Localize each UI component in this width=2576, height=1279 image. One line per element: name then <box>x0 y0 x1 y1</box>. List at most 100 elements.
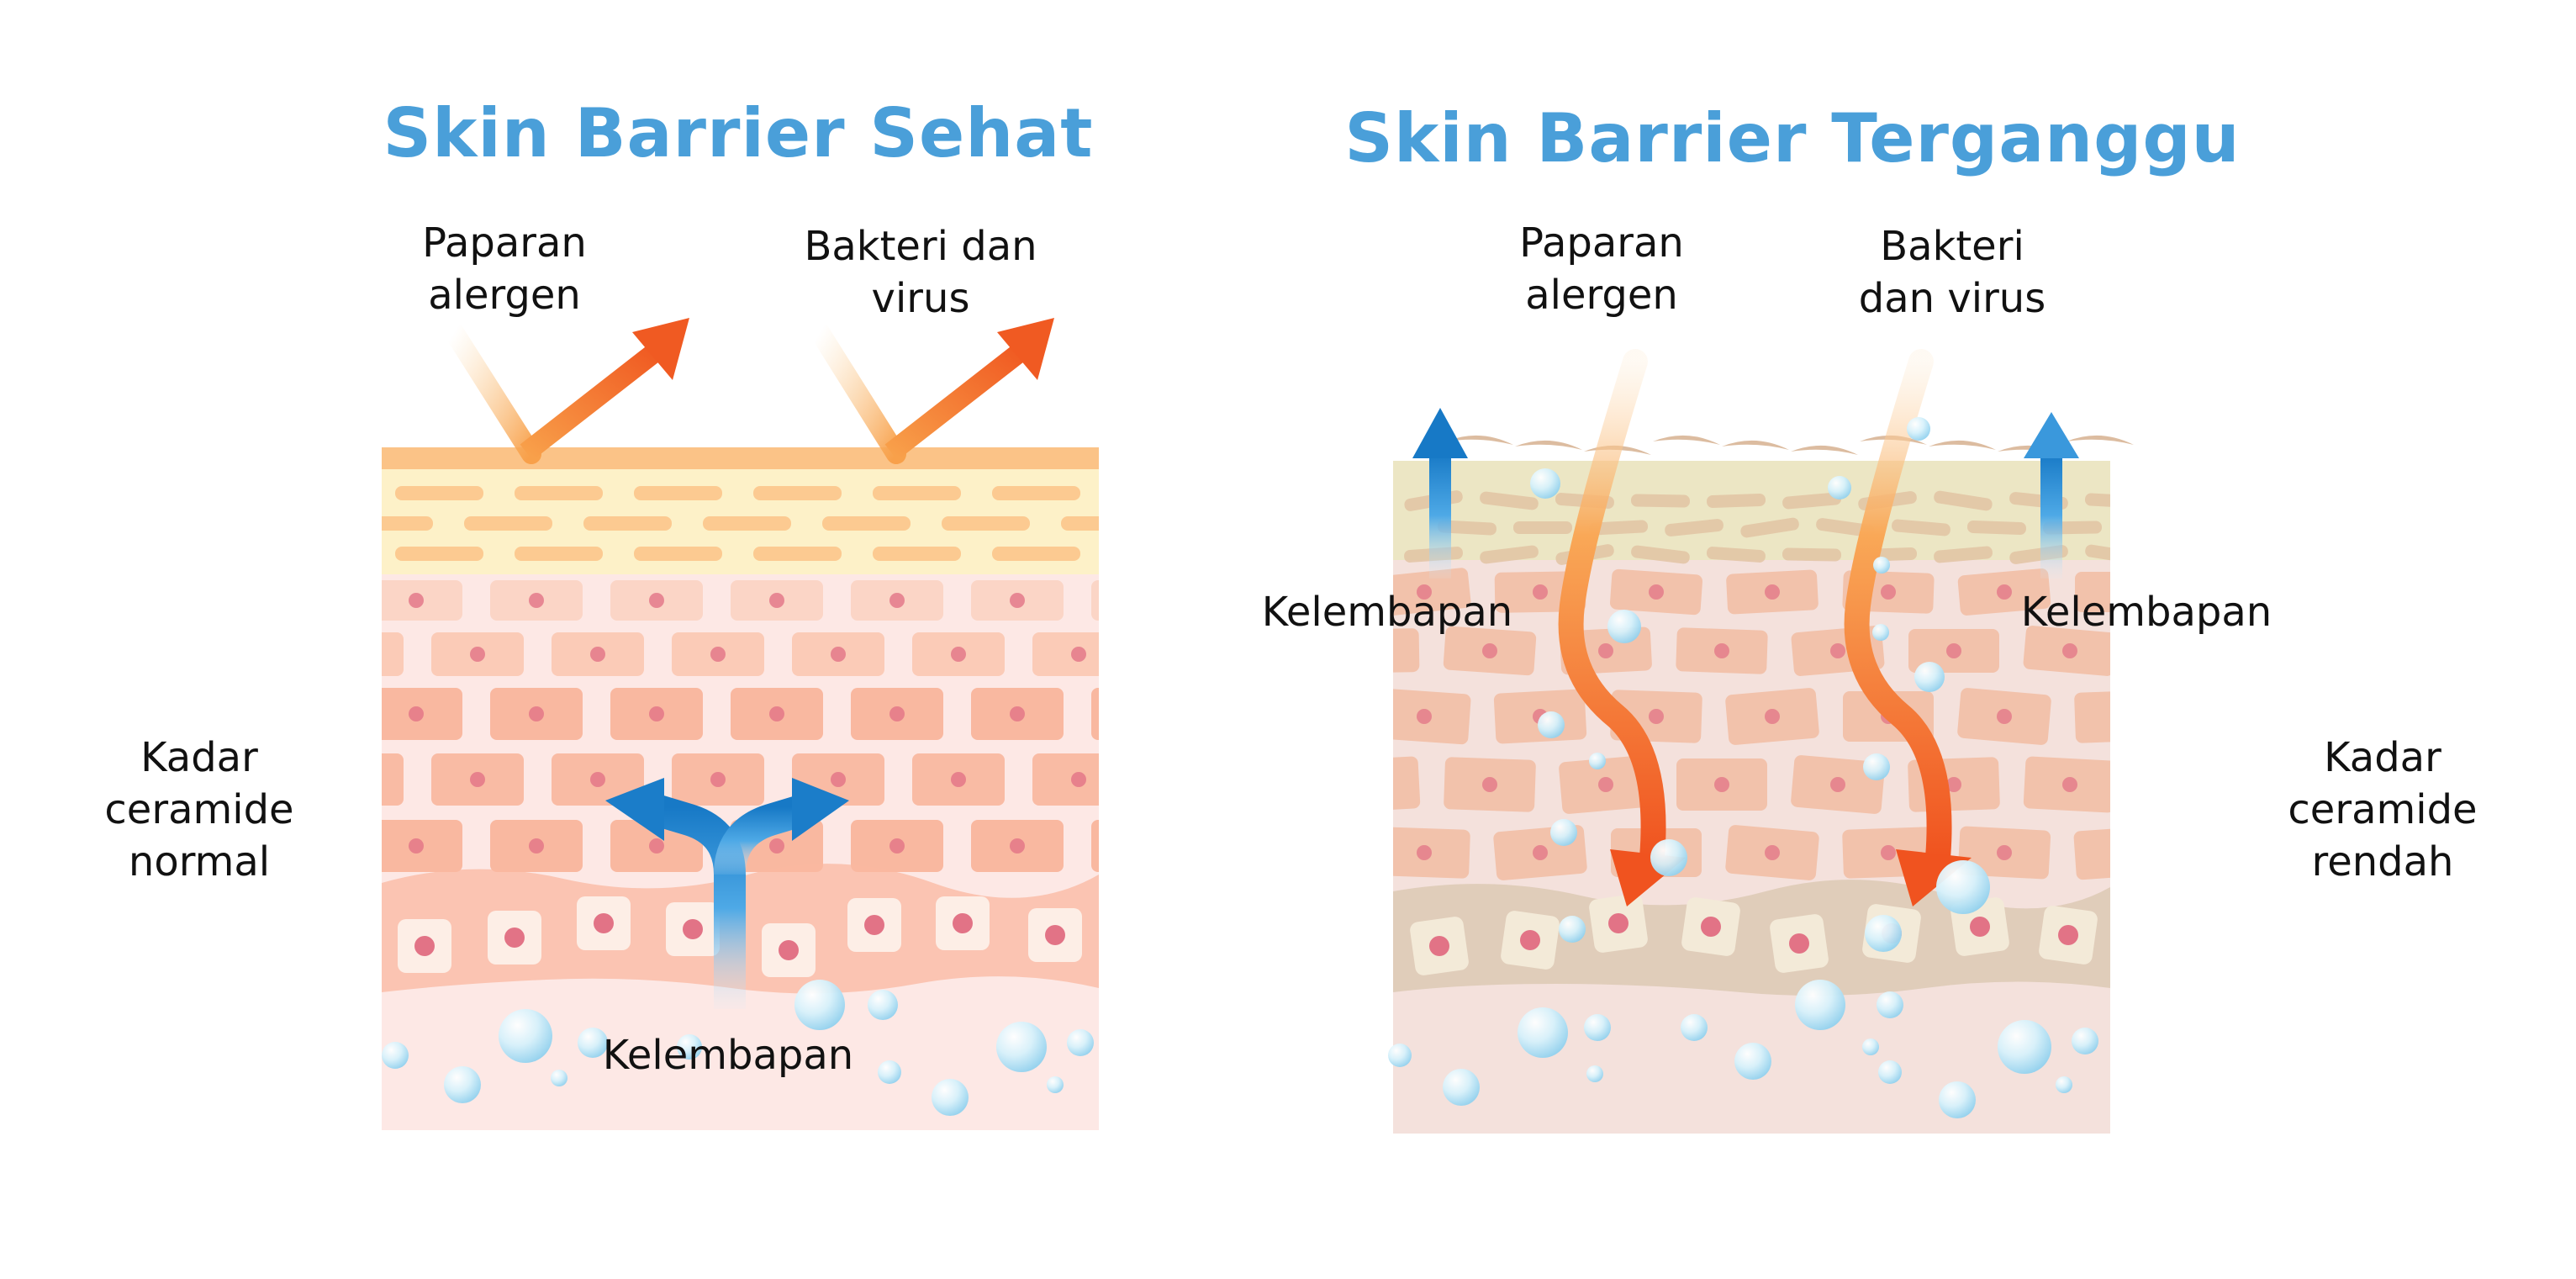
cell-nucleus <box>769 706 784 721</box>
water-bubble <box>1388 1044 1412 1067</box>
allergen-deflect-arrow <box>444 318 689 464</box>
corneocyte-strip <box>515 547 603 561</box>
epidermis-cell <box>382 632 404 676</box>
corneocyte-strip <box>873 486 961 500</box>
epidermis-cell <box>1032 632 1099 676</box>
skin-flake <box>1722 440 1789 450</box>
corneocyte-strip <box>382 516 433 531</box>
cell-nucleus <box>529 838 544 854</box>
damaged-skin-cross-section <box>1393 461 2283 1134</box>
water-bubble <box>1907 417 1930 441</box>
cell-nucleus <box>1071 647 1086 662</box>
water-bubbles-right <box>1388 417 2098 1118</box>
moisture-escaping-right-arrow <box>2024 412 2079 579</box>
cell-nucleus <box>1830 777 1845 792</box>
cell-nucleus <box>889 838 905 854</box>
right-moisture-left-label: Kelembapan <box>1261 589 1513 636</box>
epidermis-cell <box>1032 753 1099 806</box>
healthy-skin-cross-section <box>382 447 1145 1130</box>
cell-nucleus <box>831 772 846 787</box>
bacteria-deflect-arrow <box>810 318 1054 464</box>
damaged-corneocyte <box>1513 521 1572 534</box>
water-bubble <box>1877 991 1903 1018</box>
cell-nucleus <box>1482 777 1497 792</box>
epidermis-cell <box>382 753 404 806</box>
damaged-corneocyte <box>2085 544 2110 565</box>
cell-nucleus <box>2113 845 2128 860</box>
damaged-cell <box>1393 628 1420 674</box>
damaged-corneocyte <box>1892 519 1950 536</box>
cell-nucleus <box>1997 709 2012 724</box>
damaged-corneocyte <box>2119 520 2178 536</box>
cell-nucleus <box>1765 709 1780 724</box>
water-bubble <box>1863 753 1890 780</box>
basal-cells <box>398 896 1082 977</box>
cell-nucleus <box>409 838 424 854</box>
cell-nucleus <box>1649 709 1664 724</box>
cell-nucleus <box>2229 845 2244 860</box>
water-bubble <box>1067 1029 1094 1056</box>
cell-nucleus <box>1130 706 1145 721</box>
corneocyte-strip <box>1061 516 1099 531</box>
cell-nucleus <box>1765 845 1780 860</box>
skin-flake <box>1515 440 1582 450</box>
damaged-corneocyte <box>2084 493 2110 509</box>
skin-flake <box>1653 435 1720 445</box>
cell-nucleus <box>1520 930 1540 950</box>
water-bubble <box>1550 819 1577 846</box>
cell-nucleus <box>649 706 664 721</box>
cell-nucleus <box>1598 643 1613 658</box>
cell-nucleus <box>710 647 726 662</box>
corneocyte-strip <box>634 547 722 561</box>
right-moisture-right-label: Kelembapan <box>2020 589 2272 636</box>
water-bubble <box>1047 1076 1064 1093</box>
cell-nucleus <box>590 772 605 787</box>
cell-nucleus <box>769 838 784 854</box>
left-moisture-label: Kelembapan <box>602 1032 854 1079</box>
cell-nucleus <box>2178 643 2193 658</box>
damaged-cell <box>2191 827 2283 878</box>
corneocyte-strip <box>515 486 603 500</box>
damaged-corneocyte <box>1966 521 2026 535</box>
damaged-cell <box>2139 755 2233 813</box>
water-bubble <box>1862 1039 1879 1055</box>
cell-nucleus <box>1010 593 1025 608</box>
cell-nucleus <box>649 593 664 608</box>
cell-nucleus <box>1881 845 1896 860</box>
water-bubble <box>1734 1043 1771 1080</box>
skin-flake <box>1998 445 2065 455</box>
cell-nucleus <box>1045 925 1065 945</box>
water-bubble <box>1939 1081 1976 1118</box>
cell-nucleus <box>1071 772 1086 787</box>
cell-nucleus <box>1598 777 1613 792</box>
water-bubble <box>1584 1014 1611 1041</box>
cell-nucleus <box>2113 709 2128 724</box>
water-bubble <box>1518 1007 1568 1058</box>
cell-nucleus <box>470 772 485 787</box>
cell-nucleus <box>831 647 846 662</box>
stratum-corneum-layer <box>382 486 1099 561</box>
damaged-corneocyte <box>1480 545 1539 564</box>
water-bubble <box>1828 476 1851 499</box>
cell-nucleus <box>1997 845 2012 860</box>
corneocyte-strip <box>464 516 552 531</box>
damaged-corneocyte <box>1631 545 1690 564</box>
cell-nucleus <box>864 915 884 935</box>
corneocyte-strip <box>873 547 961 561</box>
cell-nucleus <box>1649 584 1664 600</box>
cell-nucleus <box>769 593 784 608</box>
damaged-basal-layer <box>1393 880 2110 996</box>
cell-nucleus <box>409 593 424 608</box>
water-bubbles-left <box>382 980 1094 1116</box>
cell-nucleus <box>953 913 973 933</box>
water-bubble <box>1559 916 1586 943</box>
water-bubble <box>996 1022 1047 1072</box>
damaged-corneocyte <box>1707 494 1766 508</box>
water-bubble <box>1443 1069 1480 1106</box>
water-bubble <box>382 1042 409 1069</box>
cell-nucleus <box>529 706 544 721</box>
corneocyte-strip <box>753 486 842 500</box>
